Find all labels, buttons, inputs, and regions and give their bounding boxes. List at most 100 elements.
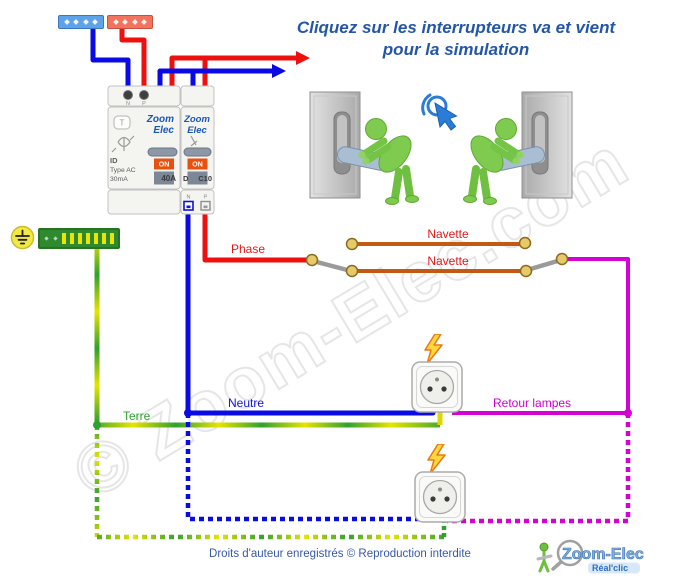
breaker-brand-bottom: Elec xyxy=(187,125,207,136)
phase-label: Phase xyxy=(231,242,266,256)
socket-hole-right xyxy=(441,386,447,392)
socket-hole-left xyxy=(427,386,433,392)
terminal-diamond-icon xyxy=(73,19,80,25)
neutral-supply-wire xyxy=(90,28,131,96)
input-p-label: P xyxy=(142,101,146,107)
logo-tagline-text: Réal'clic xyxy=(592,563,628,573)
breaker-on-label: ON xyxy=(192,162,203,169)
differential-type: Type AC xyxy=(110,167,136,174)
differential-bottom-terminal-box xyxy=(107,189,181,215)
output-p-label: P xyxy=(204,195,208,201)
differential-coil-icon xyxy=(111,135,135,153)
socket-outlet-1 xyxy=(411,361,463,413)
terminal-diamond-icon xyxy=(131,19,138,25)
retour-dotted-wire xyxy=(447,413,631,524)
navette-top-label: Navette xyxy=(427,227,469,241)
switch1-bottom-contact xyxy=(345,264,359,278)
click-cursor-icon xyxy=(421,93,458,131)
neutre-junction-dot xyxy=(184,409,192,417)
logo-magnifier-icon xyxy=(551,539,584,571)
neutre-dotted-wire xyxy=(185,413,437,522)
differential-model: ID xyxy=(110,156,118,165)
switch2-common-contact xyxy=(555,252,569,266)
switch-plate[interactable] xyxy=(521,91,573,199)
earth-pin xyxy=(435,377,439,382)
terminal-diamond-icon xyxy=(141,19,148,25)
earth-strip-terminals xyxy=(62,233,116,244)
phase-supply-wire xyxy=(119,28,147,96)
terre-junction-dot xyxy=(93,421,101,429)
terminal-diamond-icon xyxy=(112,19,119,25)
test-button[interactable] xyxy=(113,115,131,130)
differential-on-label: ON xyxy=(159,162,170,169)
differential-toggle-handle[interactable] xyxy=(147,147,178,157)
phase-terminal-strip xyxy=(107,15,153,29)
switch1-lever[interactable] xyxy=(310,258,354,274)
phase-wire xyxy=(202,212,307,263)
earth-terminal-strip xyxy=(38,228,120,249)
logo-figure-icon xyxy=(536,542,553,573)
switch2-bottom-contact xyxy=(519,264,533,278)
switch-plate[interactable] xyxy=(309,91,361,199)
breaker-toggle-base xyxy=(187,171,208,185)
lightning-bolt-icon xyxy=(427,444,446,475)
copyright-text: Droits d'auteur enregistrés © Reproducti… xyxy=(209,548,471,560)
breaker-brand-top: Zoom xyxy=(183,114,210,125)
switch1-common-contact xyxy=(305,253,319,267)
wall-switch-right[interactable] xyxy=(452,88,584,210)
differential-toggle-base xyxy=(154,171,174,185)
zoom-elec-logo: Zoom-Elec Réal'clic xyxy=(536,539,644,574)
figure-person-left xyxy=(358,118,419,205)
title-line1: Cliquez sur les interrupteurs va et vien… xyxy=(296,18,616,37)
retour-junction-dot xyxy=(624,409,632,417)
phase-loop-wire xyxy=(169,55,296,96)
neutral-terminal-strip xyxy=(58,15,104,29)
navette-bottom-label: Navette xyxy=(427,254,469,268)
output-terminal-n-slot xyxy=(186,205,191,209)
test-button-label: T xyxy=(120,119,125,128)
earth-pin xyxy=(438,487,442,492)
neutre-label: Neutre xyxy=(228,396,265,410)
differential-brand-top: Zoom xyxy=(146,114,174,125)
page-title: Cliquez sur les interrupteurs va et vien… xyxy=(246,17,666,61)
terre-label: Terre xyxy=(123,409,151,423)
logo-brand-text: Zoom-Elec xyxy=(562,546,644,563)
switch2-top-contact xyxy=(518,236,532,250)
switch2-lever[interactable] xyxy=(524,257,564,273)
title-line2: pour la simulation xyxy=(382,40,530,60)
output-n-label: N xyxy=(187,195,191,201)
retour-lampes-label: Retour lampes xyxy=(493,396,572,410)
breaker-curve: D xyxy=(183,174,189,183)
retour-wire-vertical xyxy=(566,257,630,413)
din-breaker-module: N P T Zoom Elec Zoom Elec ON ON ID Type … xyxy=(107,85,215,215)
breaker-on-button[interactable] xyxy=(187,158,208,170)
breaker-toggle-handle[interactable] xyxy=(183,147,212,157)
breaker-rating: C10 xyxy=(198,174,212,183)
differential-brand-bottom: Elec xyxy=(153,125,174,136)
socket-outlet-2 xyxy=(414,471,466,523)
terminal-diamond-icon xyxy=(63,19,70,25)
differential-on-button[interactable] xyxy=(154,158,174,170)
terminal-diamond-icon xyxy=(53,236,58,241)
earth-strip-end xyxy=(40,230,62,247)
wall-switch-left[interactable] xyxy=(298,88,430,210)
input-terminal-p xyxy=(139,90,149,100)
output-terminal-p-slot xyxy=(203,205,208,209)
lightning-bolt-icon xyxy=(424,334,443,365)
terminal-diamond-icon xyxy=(92,19,99,25)
socket-hole-right xyxy=(444,496,450,502)
phase-feed-arrow xyxy=(296,51,310,65)
terminal-diamond-icon xyxy=(44,236,49,241)
neutral-feed-arrow xyxy=(272,64,286,78)
terminal-diamond-icon xyxy=(82,19,89,25)
input-terminal-n xyxy=(123,90,133,100)
socket-hole-left xyxy=(430,496,436,502)
figure-person-right xyxy=(463,118,524,205)
differential-rating: 40A xyxy=(161,174,176,183)
earth-symbol-icon xyxy=(10,225,35,250)
switch1-top-contact xyxy=(345,237,359,251)
input-n-label: N xyxy=(126,101,130,107)
logo-tagline-bg xyxy=(588,562,640,574)
